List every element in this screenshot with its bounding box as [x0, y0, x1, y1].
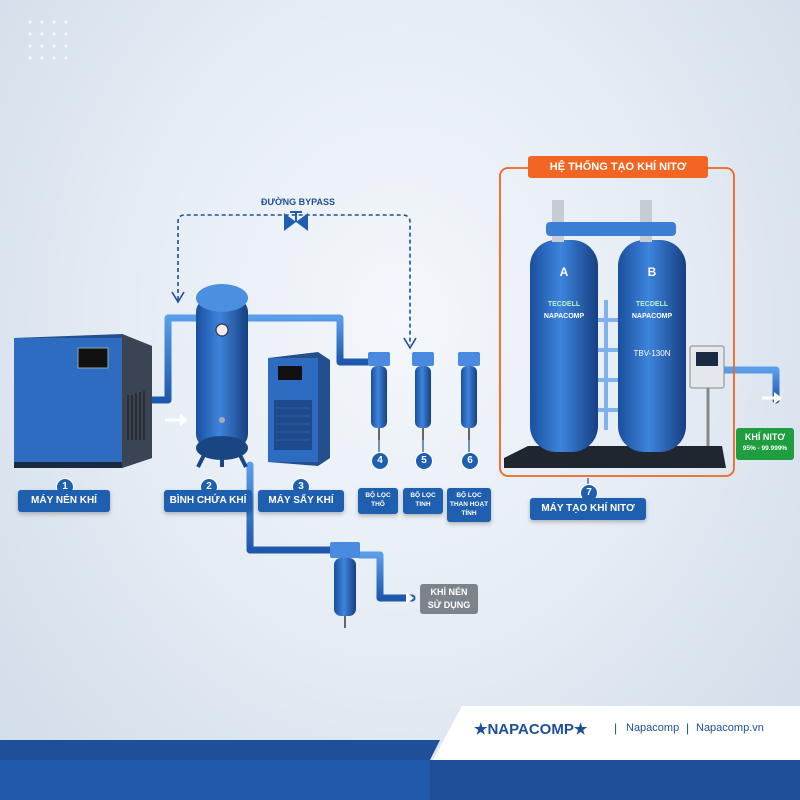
- bypass-label: ĐƯỜNG BYPASS: [261, 197, 335, 207]
- tower-b-label: B: [648, 265, 657, 279]
- tower-a-brand: TECDELL: [548, 301, 581, 308]
- carbon-filter-illustration: [458, 352, 480, 440]
- usage-output-badge: KHÍ NÉN SỬ DỤNG: [420, 584, 478, 614]
- footer-website: Napacomp.vn: [696, 722, 764, 734]
- usage-arrow-icon: [406, 592, 414, 604]
- step-number-6: 6: [461, 452, 479, 470]
- tower-b-maker: NAPACOMP: [632, 313, 673, 320]
- generator-model: TBV-130N: [634, 349, 671, 358]
- usage-output-line2: SỬ DỤNG: [427, 600, 471, 610]
- step-label-6: BỘ LỌC THAN HOẠT TÍNH: [447, 488, 491, 522]
- footer-panel: [432, 706, 800, 762]
- usage-output-line1: KHÍ NÉN: [430, 587, 468, 597]
- tower-a-label: A: [560, 265, 569, 279]
- flow-arrow-icon: [165, 414, 188, 426]
- system-title-box: HỆ THỐNG TẠO KHÍ NITƠ: [528, 156, 708, 178]
- air-compressor-illustration: [14, 334, 152, 468]
- step-label-1: MÁY NÉN KHÍ: [18, 490, 110, 512]
- bypass-line: [177, 214, 411, 345]
- footer-company-name: Napacomp: [626, 722, 680, 734]
- step-number-4: 4: [371, 452, 389, 470]
- step-label-3: MÁY SẤY KHÍ: [258, 490, 344, 512]
- tower-b-brand: TECDELL: [636, 301, 669, 308]
- footer-logo: ★NAPACOMP★: [474, 721, 588, 738]
- nitrogen-output-badge: KHÍ NITƠ 95% - 99.999%: [736, 428, 794, 460]
- bypass-valve-icon: [284, 211, 308, 231]
- system-title: HỆ THỐNG TẠO KHÍ NITƠ: [549, 161, 687, 173]
- output-arrow-icon: [762, 392, 782, 404]
- usage-filter-illustration: [330, 542, 360, 628]
- footer-divider-2: |: [686, 721, 690, 735]
- footer-divider-1: |: [614, 721, 618, 735]
- nitrogen-output-purity: 95% - 99.999%: [742, 445, 788, 452]
- fine-filter-illustration: [412, 352, 434, 440]
- air-receiver-tank-illustration: [196, 284, 248, 468]
- nitrogen-output-name: KHÍ NITƠ: [744, 432, 786, 442]
- step-number-5: 5: [415, 452, 433, 470]
- decorative-dots: [28, 20, 68, 60]
- tower-a-maker: NAPACOMP: [544, 313, 585, 320]
- coarse-filter-illustration: [368, 352, 390, 440]
- step-label-4: BỘ LỌC THÔ: [358, 488, 398, 514]
- step-label-7: MÁY TẠO KHÍ NITƠ: [530, 498, 646, 520]
- step-label-2: BÌNH CHỨA KHÍ: [164, 490, 252, 512]
- nitrogen-generator-illustration: [504, 200, 726, 468]
- air-dryer-illustration: [268, 352, 330, 466]
- step-label-5: BỘ LỌC TINH: [403, 488, 443, 514]
